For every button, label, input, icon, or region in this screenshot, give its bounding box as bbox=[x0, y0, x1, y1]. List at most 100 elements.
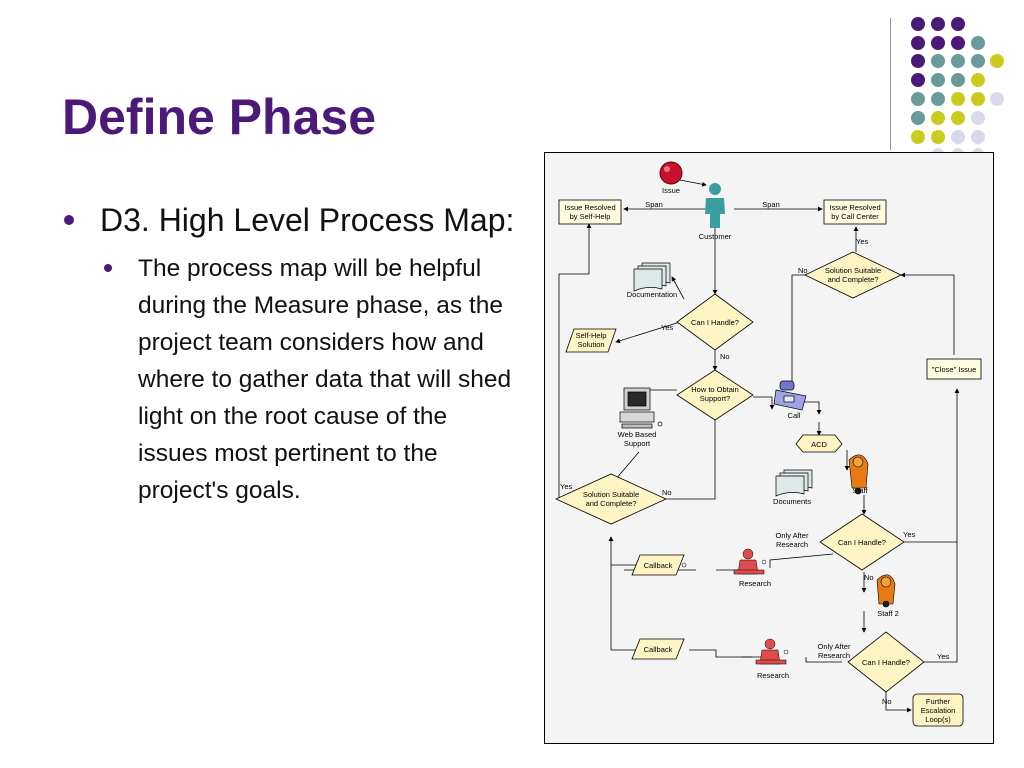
diagram-label: Only After bbox=[818, 642, 851, 651]
decision-solution-suitable-left: Solution Suitable and Complete? bbox=[555, 473, 667, 525]
decision-can-i-handle-3: Can I Handle? bbox=[847, 631, 925, 693]
no-label-left: No bbox=[662, 488, 672, 497]
no-label-top: No bbox=[798, 266, 808, 275]
yes-label-2: Yes bbox=[903, 530, 915, 539]
diagram-label: Can I Handle? bbox=[862, 658, 910, 667]
research-node-2: Research bbox=[755, 638, 789, 680]
dot-row-4 bbox=[911, 73, 985, 87]
close-issue-box: "Close" Issue bbox=[926, 358, 982, 380]
diagram-label: Callback bbox=[644, 561, 673, 570]
dot-row-6 bbox=[911, 111, 985, 125]
slide-body: D3. High Level Process Map: The process … bbox=[62, 200, 522, 509]
documents-stack-icon bbox=[633, 262, 671, 292]
dot-row-5 bbox=[911, 92, 1004, 106]
diagram-label: Support? bbox=[700, 394, 730, 403]
issue-label: Issue bbox=[662, 186, 680, 195]
slide-title: Define Phase bbox=[62, 89, 377, 145]
diagram-label: Issue Resolved bbox=[829, 203, 880, 212]
customer-label: Customer bbox=[699, 232, 732, 241]
no-label-1: No bbox=[720, 352, 730, 361]
diagram-label: Web Based bbox=[618, 430, 657, 439]
dot-row-2 bbox=[911, 36, 985, 50]
diagram-label: Solution Suitable bbox=[825, 266, 881, 275]
diagram-label: Can I Handle? bbox=[838, 538, 886, 547]
yes-label-1: Yes bbox=[661, 323, 673, 332]
diagram-label: Loop(s) bbox=[925, 715, 951, 724]
computer-icon bbox=[619, 387, 663, 429]
no-label-2: No bbox=[864, 573, 874, 582]
diagram-label: Escalation bbox=[921, 706, 956, 715]
diagram-label: by Self-Help bbox=[570, 212, 611, 221]
call-label: Call bbox=[788, 411, 801, 420]
customer-node: Customer bbox=[699, 183, 732, 241]
bullet-level-1-text: D3. High Level Process Map: bbox=[100, 202, 515, 238]
issue-ball-icon bbox=[659, 161, 683, 185]
acd-node: ACD bbox=[795, 434, 843, 453]
documents-node: Documents bbox=[773, 469, 813, 506]
dot-row-3 bbox=[911, 54, 1004, 68]
bullet-level-1: D3. High Level Process Map: bbox=[62, 200, 522, 240]
diagram-label: Callback bbox=[644, 645, 673, 654]
operator-headset-icon bbox=[876, 574, 896, 608]
bullet-dot-icon bbox=[104, 264, 112, 272]
callback-box-1: Callback bbox=[631, 554, 687, 576]
callback-box-2: Callback bbox=[631, 638, 685, 660]
diagram-label: and Complete? bbox=[828, 275, 879, 284]
resolved-self-help-box: Issue Resolved by Self-Help bbox=[558, 199, 622, 225]
bullet-dot-icon bbox=[64, 215, 74, 225]
dot-row-7 bbox=[911, 130, 985, 144]
documentation-label: Documentation bbox=[627, 290, 677, 299]
dot-row-1 bbox=[911, 17, 965, 31]
diagram-label: by Call Center bbox=[831, 212, 879, 221]
operator-headset-icon bbox=[848, 454, 869, 495]
diagram-label: "Close" Issue bbox=[932, 365, 977, 374]
research-label-1: Research bbox=[739, 579, 771, 588]
decorative-divider-line bbox=[890, 18, 891, 150]
decorative-dot-grid bbox=[911, 17, 1004, 160]
diagram-label: Self-Help bbox=[576, 331, 607, 340]
no-label-3: No bbox=[882, 697, 892, 706]
diagram-label: Support bbox=[624, 439, 651, 448]
call-node: Call bbox=[773, 380, 807, 420]
decision-how-to-obtain-support: How to Obtain Support? bbox=[676, 369, 754, 421]
diagram-label: Further bbox=[926, 697, 951, 706]
documentation-node: Documentation bbox=[627, 262, 677, 299]
diagram-label: ACD bbox=[811, 440, 827, 449]
self-help-solution-box: Self-Help Solution bbox=[565, 328, 617, 353]
web-based-support-node: Web Based Support bbox=[618, 387, 663, 448]
diagram-label: Research bbox=[818, 651, 850, 660]
research-node-1: Research bbox=[733, 548, 771, 588]
customer-person-icon bbox=[705, 183, 725, 228]
staff-label: Staff bbox=[852, 486, 868, 495]
diagram-label: Research bbox=[776, 540, 808, 549]
diagram-label: Issue Resolved bbox=[564, 203, 615, 212]
researcher-desk-icon bbox=[755, 638, 789, 665]
span-right-label: Span bbox=[762, 200, 780, 209]
research-label-2: Research bbox=[757, 671, 789, 680]
staff-2-node: Staff 2 bbox=[876, 574, 899, 618]
telephone-icon bbox=[773, 380, 807, 411]
documents-label: Documents bbox=[773, 497, 811, 506]
staff-node: Staff bbox=[848, 454, 869, 495]
decision-can-i-handle-2: Can I Handle? bbox=[819, 513, 905, 571]
diagram-label: Solution Suitable bbox=[583, 490, 639, 499]
diagram-label: and Complete? bbox=[586, 499, 637, 508]
process-map-canvas: Issue Customer Span Span Issue Resolved … bbox=[544, 152, 994, 744]
bullet-level-2-text: The process map will be helpful during t… bbox=[138, 255, 512, 504]
further-escalation-box: Further Escalation Loop(s) bbox=[912, 693, 964, 727]
resolved-call-center-box: Issue Resolved by Call Center bbox=[823, 199, 887, 225]
span-left-label: Span bbox=[645, 200, 663, 209]
yes-label-top: Yes bbox=[856, 237, 868, 246]
documents-stack-icon bbox=[775, 469, 813, 497]
researcher-desk-icon bbox=[733, 548, 767, 575]
yes-label-left: Yes bbox=[560, 482, 572, 491]
decision-can-i-handle-1: Can I Handle? bbox=[676, 293, 754, 351]
diagram-label: Can I Handle? bbox=[691, 318, 739, 327]
bullet-level-2: The process map will be helpful during t… bbox=[100, 250, 522, 509]
yes-label-3: Yes bbox=[937, 652, 949, 661]
process-map-diagram: Issue Customer Span Span Issue Resolved … bbox=[544, 152, 994, 744]
decision-solution-suitable-top: Solution Suitable and Complete? bbox=[804, 251, 902, 299]
issue-node: Issue bbox=[659, 161, 683, 195]
diagram-label: How to Obtain bbox=[691, 385, 739, 394]
diagram-label: Only After bbox=[776, 531, 809, 540]
